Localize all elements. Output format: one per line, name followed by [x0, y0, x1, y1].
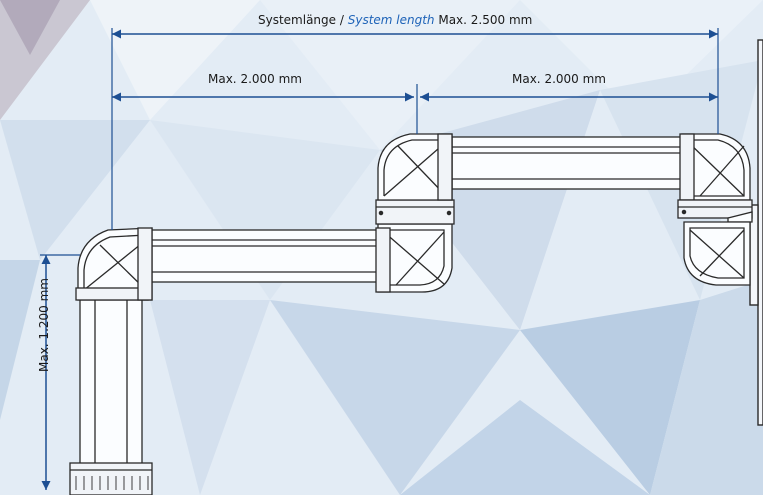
- support-column: [69, 289, 153, 495]
- column-elbow-joint: [75, 227, 153, 301]
- dimension-column-height: [40, 254, 80, 490]
- wall-mount-plate: [749, 39, 763, 426]
- lower-arm-tube: [149, 229, 383, 283]
- system-length-value: Max. 2.500 mm: [434, 13, 533, 27]
- upper-arm-tube: [451, 136, 688, 190]
- upper-arm-length-label: Max. 2.000 mm: [512, 72, 606, 86]
- system-length-label-en: System length: [347, 13, 435, 27]
- system-length-label: Systemlänge / System length Max. 2.500 m…: [258, 13, 532, 27]
- wall-joint-upper: [679, 133, 751, 201]
- middle-joint-upper: [377, 133, 453, 201]
- middle-joint-lower: [375, 223, 453, 293]
- wall-joint-lower: [683, 221, 751, 286]
- dimension-lower-arm: [112, 84, 418, 134]
- system-length-label-de: Systemlänge: [258, 13, 337, 27]
- middle-swivel-bracket: [375, 199, 455, 225]
- wall-swivel-bracket: [677, 199, 753, 223]
- lower-arm-length-label: Max. 2.000 mm: [208, 72, 302, 86]
- dimension-system-length: [111, 28, 719, 230]
- label-separator: /: [336, 13, 348, 27]
- column-height-label: Max. 1.200 mm: [37, 278, 51, 372]
